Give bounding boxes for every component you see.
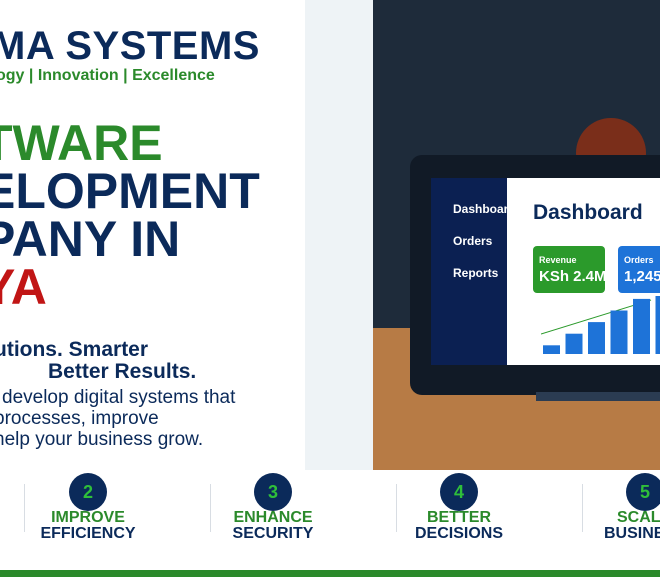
step-number: 4 [440,473,478,511]
step-subtitle: SECURITY [232,525,314,542]
chart-bar [565,333,583,354]
hero-image: Dashboard Orders Reports Dashboard Reven… [373,0,660,470]
brand-name: MA SYSTEMS [0,24,260,68]
step-3: 3 ENHANCE SECURITY [198,470,348,570]
subheading: utions. Smarter Better Results. [0,339,196,383]
step-divider [24,484,25,532]
dashboard-panel: Dashboard Revenue KSh 2.4M Orders 1,245 [507,178,660,365]
steps-row: 2 IMPROVE EFFICIENCY 3 ENHANCE SECURITY … [0,470,660,570]
subheading-line-2: Better Results. [48,360,197,383]
subheading-line-1: utions. Smarter [0,338,149,361]
step-number: 3 [254,473,292,511]
orders-label: Orders [624,255,654,265]
description-line-3: help your business grow. [0,429,204,450]
brand-tagline: ogy | Innovation | Excellence [0,67,215,84]
step-subtitle: BUSINE [604,525,660,542]
step-divider [210,484,211,532]
sidebar-item-dashboard[interactable]: Dashboard [453,202,516,216]
chart-bar [610,310,628,354]
hero-heading: TWARE ELOPMENT PANY IN YA [0,115,260,315]
step-number: 2 [69,473,107,511]
step-divider [582,484,583,532]
hero-line-3: PANY IN [0,211,181,267]
step-5: 5 SCAL BUSINE [570,470,660,570]
mini-bar-chart [541,296,660,354]
step-number: 5 [626,473,660,511]
bottom-accent-bar [0,570,660,577]
hero-line-1: TWARE [0,115,163,171]
step-title: BETTER [427,509,491,526]
background-gap [305,0,373,470]
orders-value: 1,245 [624,268,660,285]
chart-bar [543,345,560,354]
step-subtitle: EFFICIENCY [40,525,136,542]
step-divider [396,484,397,532]
trend-line [541,299,652,335]
step-4: 4 BETTER DECISIONS [384,470,534,570]
chart-bar [588,322,605,354]
revenue-value: KSh 2.4M [539,268,605,285]
chart-bar [655,296,660,354]
step-2: 2 IMPROVE EFFICIENCY [13,470,163,570]
step-title: SCAL [617,509,660,526]
sidebar-item-reports[interactable]: Reports [453,266,499,280]
description: develop digital systems that processes, … [0,387,235,450]
step-subtitle: DECISIONS [414,525,503,542]
description-line-1: develop digital systems that [2,387,236,408]
description-line-2: processes, improve [0,408,159,429]
step-title: IMPROVE [51,509,125,526]
sidebar-item-orders[interactable]: Orders [453,234,493,248]
dashboard-title: Dashboard [533,201,643,224]
orders-card: Orders 1,245 [618,246,660,293]
chart-bar [633,298,650,354]
hero-line-4: YA [0,259,47,315]
revenue-card: Revenue KSh 2.4M [533,246,605,293]
hero-line-2: ELOPMENT [0,163,260,219]
step-title: ENHANCE [233,509,313,526]
laptop-base [536,392,660,401]
hero-section: MA SYSTEMS ogy | Innovation | Excellence… [0,0,305,470]
revenue-label: Revenue [539,255,577,265]
laptop-screen: Dashboard Orders Reports Dashboard Reven… [431,178,660,365]
